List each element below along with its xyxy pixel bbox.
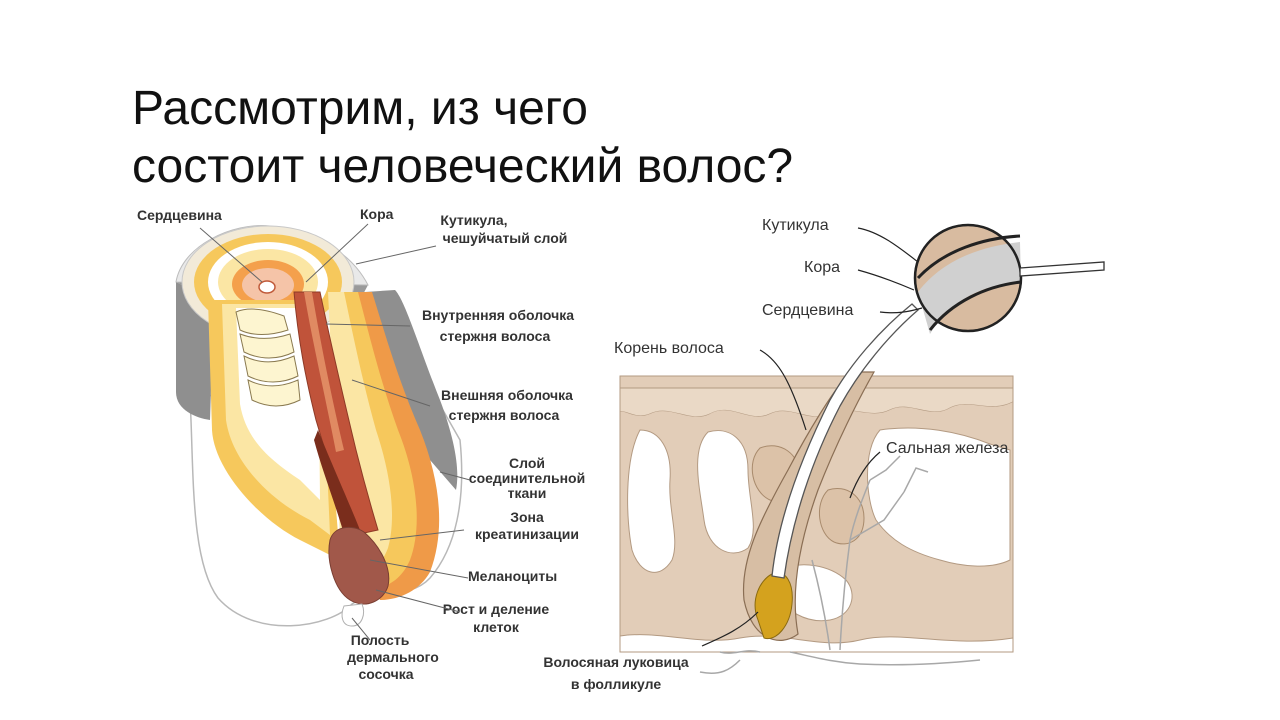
hair-cortex-shaft	[293, 291, 379, 537]
magnified-cortex-band	[918, 242, 1021, 334]
right-labels: Кутикула Кора Сердцевина Корень волоса С…	[543, 217, 1008, 692]
dermal-papilla-cavity	[341, 603, 365, 627]
right-skin-diagram	[619, 223, 1105, 674]
label-cuticle-line-1: Кутикула,	[440, 212, 507, 228]
label-bulb-line-1: Волосяная луковица	[543, 654, 689, 670]
label-keratin-line-2: креатинизации	[475, 526, 579, 542]
label-right-medulla: Сердцевина	[762, 302, 853, 319]
label-melanocytes: Меланоциты	[468, 568, 557, 584]
label-hair-root: Корень волоса	[614, 340, 724, 357]
label-inner-sheath-line-2: стержня волоса	[440, 328, 551, 344]
blood-vessels	[699, 455, 981, 674]
label-keratin-line-1: Зона	[510, 509, 544, 525]
label-growth-line-1: Рост и деление	[443, 601, 550, 617]
label-medulla: Сердцевина	[137, 207, 222, 223]
label-outer-sheath-line-2: стержня волоса	[449, 407, 560, 423]
label-papilla-line-1: Полость	[351, 632, 410, 648]
hair-shaft-right	[771, 303, 919, 579]
label-right-cortex: Кора	[804, 259, 840, 276]
slide-title: Рассмотрим, из чего состоит человеческий…	[132, 80, 793, 196]
label-papilla-line-3: сосочка	[358, 666, 413, 682]
right-leader-lines	[701, 227, 923, 647]
label-connective-line-1: Слой	[509, 455, 545, 471]
left-follicle-diagram	[175, 225, 463, 627]
hair-tail	[1019, 261, 1105, 277]
label-cortex: Кора	[360, 206, 394, 222]
label-outer-sheath-line-1: Внешняя оболочка	[441, 387, 573, 403]
label-right-cuticle: Кутикула	[762, 217, 829, 234]
hair-bulb-right	[754, 572, 793, 640]
left-leader-lines	[199, 223, 471, 641]
slide-title-line-2: состоит человеческий волос?	[132, 140, 794, 193]
label-growth-line-2: клеток	[473, 619, 520, 635]
connective-tissue-shell-right	[365, 290, 458, 490]
label-sebaceous-gland: Сальная железа	[886, 440, 1008, 457]
left-labels: Сердцевина Кора Кутикула, чешуйчатый сло…	[137, 206, 585, 682]
label-cuticle-line-2: чешуйчатый слой	[443, 230, 568, 246]
epidermis-top	[619, 375, 1014, 389]
medulla-cross-section	[258, 280, 276, 294]
label-connective-line-3: ткани	[508, 485, 547, 501]
slide-title-line-1: Рассмотрим, из чего	[132, 82, 588, 135]
hair-bulb	[328, 526, 390, 605]
label-papilla-line-2: дермального	[347, 649, 439, 665]
label-connective-line-2: соединительной	[469, 470, 585, 486]
label-inner-sheath-line-1: Внутренняя оболочка	[422, 307, 574, 323]
label-bulb-line-2: в фолликуле	[571, 676, 661, 692]
